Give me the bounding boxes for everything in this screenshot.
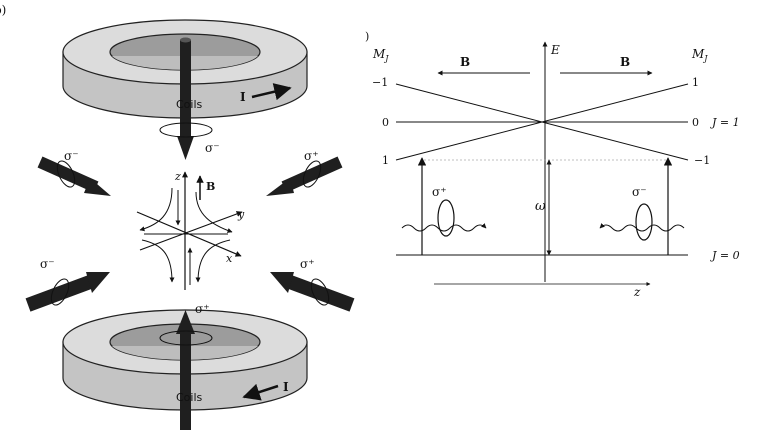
top-beam-shaft [180, 40, 191, 140]
right-level-0: 0 [692, 116, 699, 129]
b-left-label: B [460, 55, 470, 69]
panel-b: ) E MJ MJ B B −1 0 1 1 0 −1 J = 1 J = 0 … [365, 30, 740, 299]
beam-right-upper [266, 156, 343, 196]
top-current-label: I [240, 90, 246, 104]
axis-y-label: y [237, 208, 245, 221]
bottom-beam-sigma: σ⁺ [195, 302, 210, 316]
right-lower-sigma: σ⁺ [300, 257, 315, 271]
right-photon-polarization [635, 203, 653, 241]
b-right-label: B [620, 55, 630, 69]
j0-label: J = 0 [710, 249, 740, 262]
beam-right-lower [270, 272, 355, 312]
top-coils-label: Coils [176, 98, 203, 111]
right-photon-wave [599, 223, 685, 232]
panel-a: b) Coils I σ⁻ σ⁺ Coils I [0, 3, 355, 430]
panel-b-label: ) [365, 30, 369, 43]
axes-3d [136, 171, 243, 290]
sigma-plus-label: σ⁺ [432, 185, 447, 199]
top-beam-polarization [159, 122, 213, 138]
omega-label: ω [535, 199, 546, 214]
right-upper-sigma: σ⁺ [304, 149, 319, 163]
mj-left-label: MJ [372, 47, 389, 63]
axis-x-label: x [226, 252, 233, 265]
field-lines [139, 187, 233, 285]
sigma-minus-label: σ⁻ [632, 185, 647, 199]
bottom-current-arrow [242, 383, 279, 401]
top-coil [62, 19, 308, 119]
left-level-0: 0 [382, 116, 389, 129]
top-beam-cap [180, 37, 191, 43]
top-beam-tip [177, 136, 194, 160]
left-level-1: 1 [382, 154, 389, 167]
left-level-m1: −1 [372, 76, 388, 89]
field-label: B [206, 180, 215, 193]
bottom-beam-polarization [159, 330, 213, 346]
right-level-1: 1 [692, 76, 699, 89]
axis-z-label: z [174, 170, 181, 183]
left-photon-wave [401, 223, 487, 232]
panel-a-label: b) [0, 3, 6, 17]
bottom-current-label: I [283, 380, 289, 394]
mj-right-label: MJ [691, 47, 708, 63]
j1-label: J = 1 [710, 116, 740, 129]
left-upper-sigma: σ⁻ [64, 149, 79, 163]
beam-left-lower [25, 272, 110, 312]
left-lower-sigma: σ⁻ [40, 257, 55, 271]
bottom-coils-label: Coils [176, 391, 203, 404]
top-current-arrow [251, 83, 292, 101]
left-photon-polarization [437, 199, 455, 237]
position-axis-label: z [633, 285, 641, 299]
bottom-beam-shaft [180, 330, 191, 430]
right-level-m1: −1 [694, 154, 710, 167]
energy-axis-label: E [550, 43, 560, 57]
beam-left-upper [37, 156, 111, 196]
top-beam-sigma: σ⁻ [205, 141, 220, 155]
bottom-beam-tip [176, 310, 195, 334]
